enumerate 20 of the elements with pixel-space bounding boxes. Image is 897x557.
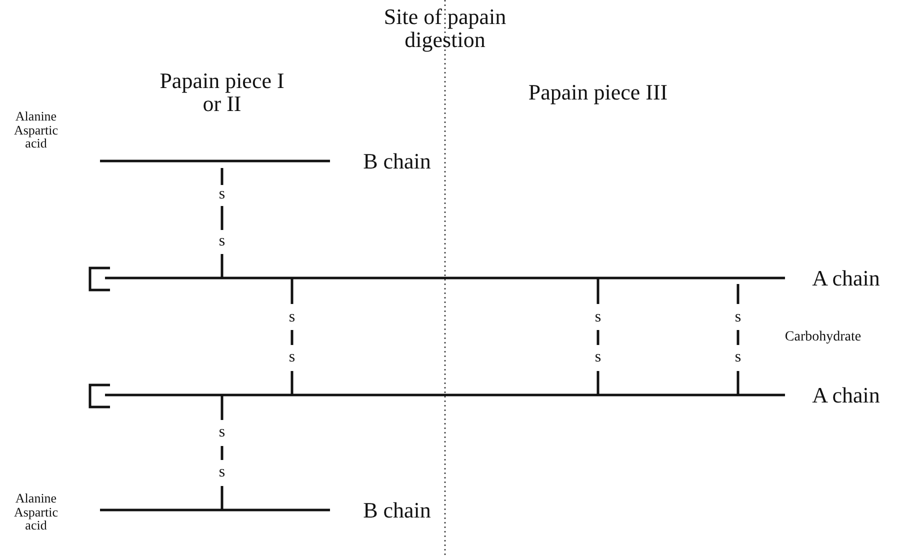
chain-label: B chain: [363, 149, 431, 173]
terminal-residue-label: Alanine Aspartic acid: [12, 492, 60, 532]
chain-label: A chain: [812, 266, 880, 290]
disulfide-label: s: [288, 310, 296, 326]
disulfide-label: s: [594, 350, 602, 366]
carbohydrate-label: Carbohydrate: [784, 330, 862, 346]
section-heading: Site of papain digestion: [382, 4, 508, 52]
terminal-residue-label: Alanine Aspartic acid: [12, 110, 60, 150]
disulfide-label: s: [218, 424, 226, 442]
disulfide-label: s: [288, 350, 296, 366]
disulfide-label: s: [218, 186, 226, 204]
disulfide-label: s: [734, 310, 742, 326]
disulfide-label: s: [734, 350, 742, 366]
chain-label: B chain: [363, 498, 431, 522]
section-heading: Papain piece I or II: [158, 68, 286, 116]
disulfide-label: s: [594, 310, 602, 326]
disulfide-label: s: [218, 234, 226, 250]
chain-label: A chain: [812, 383, 880, 407]
section-heading: Papain piece III: [528, 80, 668, 104]
disulfide-label: s: [218, 464, 226, 482]
